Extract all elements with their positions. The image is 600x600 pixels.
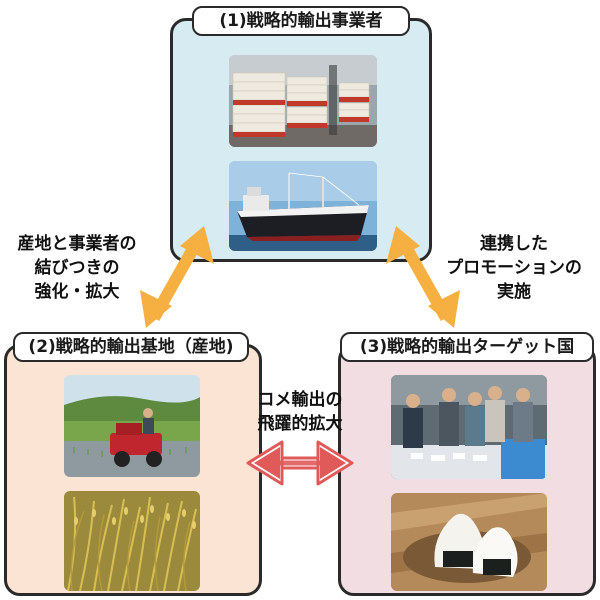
center-label-line-1: コメ輸出の <box>240 388 360 412</box>
cargo-ship-photo <box>229 161 377 251</box>
right-label-line-1: 連携した <box>432 232 596 256</box>
left-label-line-1: 産地と事業者の <box>4 232 150 256</box>
rice-sacks-warehouse-photo <box>229 55 377 147</box>
center-relationship-label: コメ輸出の 飛躍的拡大 <box>240 388 360 436</box>
right-label-line-3: 実施 <box>432 280 596 304</box>
exporter-panel-title: (1)戦略的輸出事業者 <box>192 6 410 36</box>
left-label-line-3: 強化・拡大 <box>4 280 150 304</box>
left-label-line-2: 結びつきの <box>4 256 150 280</box>
right-label-line-2: プロモーションの <box>432 256 596 280</box>
left-relationship-label: 産地と事業者の 結びつきの 強化・拡大 <box>4 232 150 304</box>
exporter-panel <box>170 18 432 262</box>
rice-planting-photo <box>64 375 200 477</box>
export-base-panel-title: (2)戦略的輸出基地（産地) <box>13 332 249 362</box>
promotion-event-photo <box>391 375 547 479</box>
onigiri-photo <box>391 493 547 591</box>
right-relationship-label: 連携した プロモーションの 実施 <box>432 232 596 304</box>
center-label-line-2: 飛躍的拡大 <box>240 412 360 436</box>
rice-ears-photo <box>64 491 200 591</box>
export-base-panel <box>4 344 262 596</box>
center-double-arrow <box>248 442 352 484</box>
target-country-panel <box>338 344 596 596</box>
target-country-panel-title: (3)戦略的輸出ターゲット国 <box>340 332 594 362</box>
